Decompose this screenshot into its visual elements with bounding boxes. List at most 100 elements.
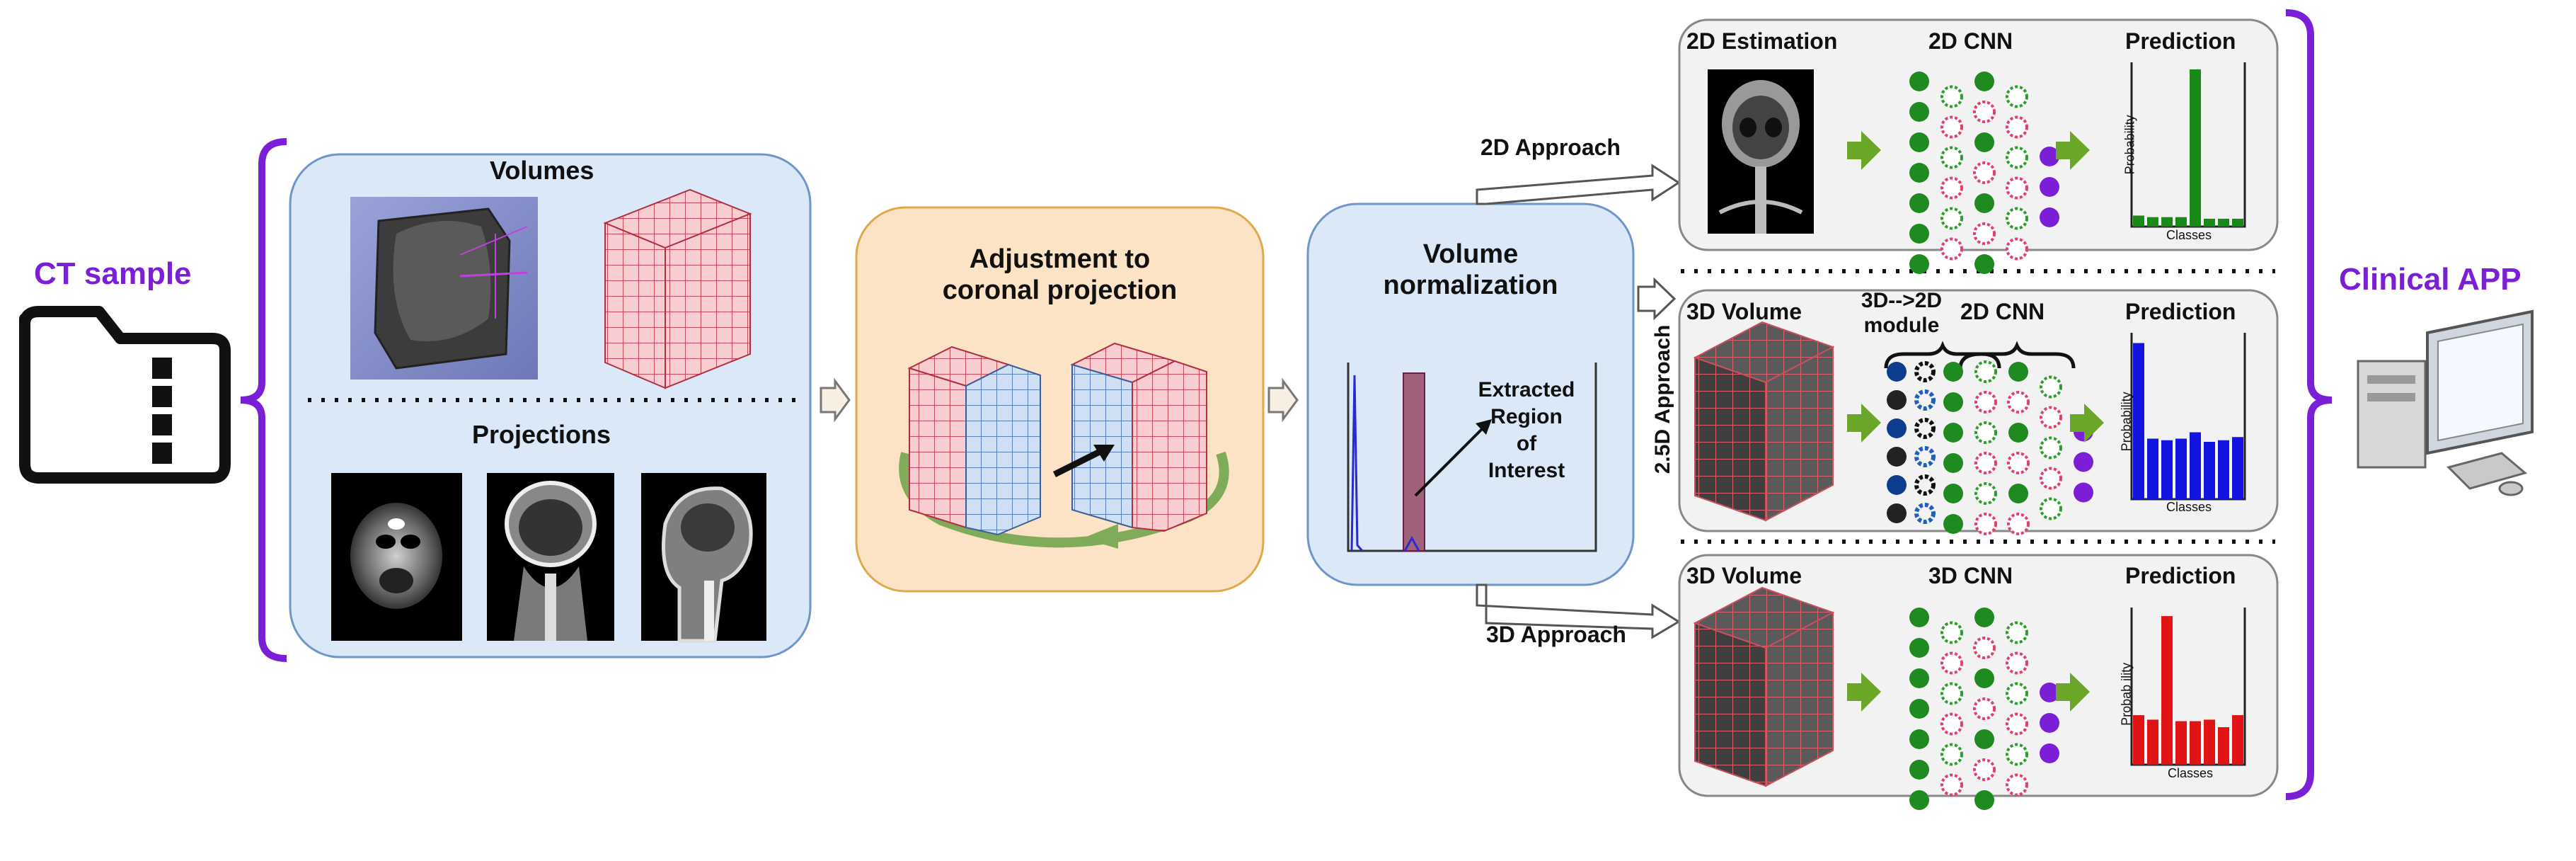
gear-icon xyxy=(1914,418,1936,439)
prediction-bar xyxy=(2190,432,2201,499)
prediction-bar xyxy=(2232,218,2243,227)
network-node xyxy=(1940,743,1963,766)
clinical-app-label: Clinical APP xyxy=(2339,262,2522,297)
row25d-ylabel: Probability xyxy=(2119,392,2134,452)
right-brace xyxy=(2285,9,2333,800)
prediction-bar xyxy=(2133,343,2144,499)
network-node xyxy=(1909,224,1929,244)
green-arrow-25d-2 xyxy=(2070,404,2104,443)
prediction-bar xyxy=(2190,69,2201,227)
module-node xyxy=(1887,362,1907,382)
ct-axial-image xyxy=(331,473,462,641)
row25d-volume-label: 3D Volume xyxy=(1686,299,1802,324)
output-node xyxy=(2074,482,2093,503)
network-node xyxy=(1974,729,1994,749)
network-node xyxy=(1974,193,1994,213)
module-node xyxy=(1887,503,1907,523)
prediction-bar xyxy=(2218,727,2229,765)
histogram-plot xyxy=(1347,363,1597,552)
network-node xyxy=(1943,392,1963,412)
row3d-prediction-label: Prediction xyxy=(2125,563,2236,588)
row3d-xlabel: Classes xyxy=(2168,766,2214,780)
network-node xyxy=(2040,467,2062,490)
approach-2d-label: 2D Approach xyxy=(1480,135,1621,160)
network-node xyxy=(2006,115,2028,139)
module-3d-to-2d-icon xyxy=(1884,341,2076,524)
network-node xyxy=(1974,421,1997,444)
network-node xyxy=(1974,72,1994,91)
gear-icon xyxy=(1914,446,1936,467)
network-node xyxy=(1909,163,1929,183)
network-node xyxy=(2007,452,2030,474)
arrow-3d-approach xyxy=(1476,583,1681,639)
network-node xyxy=(1943,362,1963,382)
network-node xyxy=(1974,790,1994,810)
plot-axes xyxy=(2130,333,2246,501)
network-node xyxy=(1909,760,1929,780)
prediction-bar xyxy=(2190,721,2201,765)
network-node xyxy=(1973,758,1996,781)
network-node xyxy=(2008,423,2028,443)
row25d-cnn-label: 2D CNN xyxy=(1960,299,2045,324)
green-arrow-2d-2 xyxy=(2056,131,2090,170)
output-node xyxy=(2040,743,2059,763)
network-node xyxy=(1974,254,1994,274)
volumes-label: Volumes xyxy=(490,156,594,185)
cnn-brace xyxy=(1958,341,2076,369)
network-node xyxy=(1973,697,1996,720)
network-node xyxy=(1940,146,1963,169)
row25d-module-line1: 3D-->2D xyxy=(1861,289,1943,312)
norm-title-line2: normalization xyxy=(1383,270,1558,300)
plot-axes xyxy=(2130,608,2246,766)
row2d-xlabel: Classes xyxy=(2166,228,2212,242)
prediction-bar xyxy=(2147,217,2158,227)
norm-title: Volume normalization xyxy=(1308,239,1633,301)
network-node xyxy=(2006,743,2028,766)
ct-sagittal-image xyxy=(641,473,766,643)
network-node xyxy=(2006,176,2028,200)
network-node xyxy=(1974,452,1997,474)
network-node xyxy=(2040,497,2062,520)
network-node xyxy=(1940,176,1963,200)
arrow-2d-approach xyxy=(1476,164,1681,205)
network-node xyxy=(1909,638,1929,658)
computer-icon xyxy=(2357,309,2534,496)
row25d-module-label: 3D-->2D module xyxy=(1848,289,1955,338)
network-node xyxy=(2006,651,2028,675)
network-node xyxy=(2007,513,2030,535)
network-node xyxy=(1940,682,1963,705)
network-node xyxy=(2040,436,2062,460)
network-node xyxy=(2040,406,2062,429)
output-node xyxy=(2040,147,2059,166)
roi-line4: Interest xyxy=(1488,459,1565,483)
roi-label: Extracted Region of Interest xyxy=(1459,377,1594,484)
network-node xyxy=(1974,668,1994,688)
network-node xyxy=(2006,682,2028,705)
prediction-bar xyxy=(2175,438,2187,499)
module-node xyxy=(1887,475,1907,495)
output-node xyxy=(2040,207,2059,227)
row2d-prediction-label: Prediction xyxy=(2125,28,2236,54)
output-node xyxy=(2074,452,2093,472)
rotation-cubes-illustration xyxy=(899,342,1229,549)
output-node xyxy=(2040,177,2059,197)
approach-25d-label: 2.5D Approach xyxy=(1650,324,1674,474)
network-node xyxy=(2006,712,2028,736)
gear-icon xyxy=(1914,503,1936,524)
row2d-ylabel: Probability xyxy=(2122,115,2137,175)
network-node xyxy=(2008,484,2028,503)
prediction-bar xyxy=(2204,442,2215,499)
network-node xyxy=(1909,132,1929,152)
green-arrow-3d-2 xyxy=(2056,673,2090,712)
row3d-cnn-label: 3D CNN xyxy=(1928,563,2013,588)
network-node xyxy=(2006,621,2028,644)
network-node xyxy=(1974,391,1997,414)
network-node xyxy=(1974,608,1994,627)
prediction-bar xyxy=(2204,719,2215,765)
prediction-bar xyxy=(2133,715,2144,765)
network-node xyxy=(1974,513,1997,535)
network-node xyxy=(1909,72,1929,91)
row25d-prediction-label: Prediction xyxy=(2125,299,2236,324)
projections-label: Projections xyxy=(472,420,611,449)
network-node xyxy=(1909,668,1929,688)
